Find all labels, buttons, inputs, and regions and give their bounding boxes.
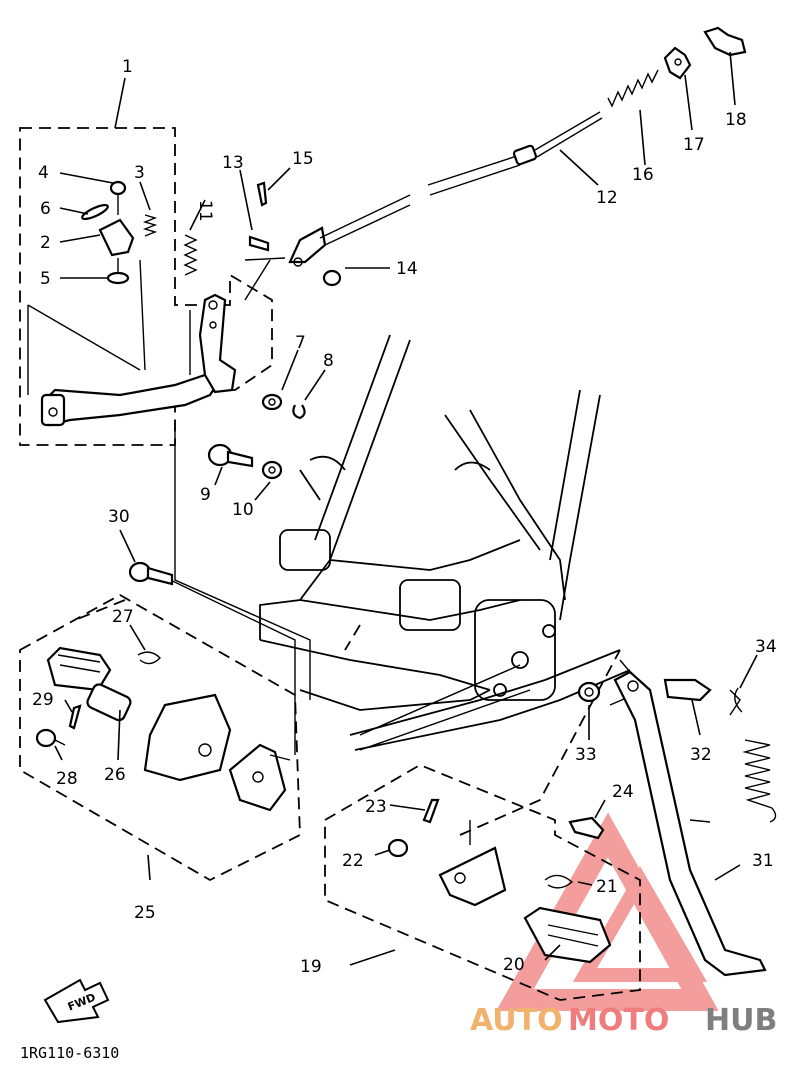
label-4: 4 xyxy=(38,163,49,183)
clip-8 xyxy=(292,404,306,420)
label-34: 34 xyxy=(755,637,777,657)
label-32: 32 xyxy=(690,745,712,765)
bolt-30 xyxy=(128,561,174,586)
nut-33 xyxy=(577,681,601,703)
fwd-arrow: FWD xyxy=(43,978,110,1024)
group-box-1 xyxy=(19,127,273,446)
label-30: 30 xyxy=(108,507,130,527)
washer-6 xyxy=(81,203,109,221)
wing-nut-18 xyxy=(703,26,747,57)
label-5: 5 xyxy=(40,269,51,289)
bracket-right xyxy=(438,846,507,907)
footrest-bracket xyxy=(143,693,291,812)
leader-lines xyxy=(54,51,758,966)
label-24: 24 xyxy=(612,782,634,802)
group-box-19 xyxy=(324,764,641,1001)
pin-28 xyxy=(35,728,66,748)
label-17: 17 xyxy=(683,135,705,155)
group-box-25 xyxy=(19,593,301,882)
label-8: 8 xyxy=(323,351,334,371)
label-16: 16 xyxy=(632,165,654,185)
side-stand xyxy=(613,670,767,977)
label-25: 25 xyxy=(134,903,156,923)
clip-23 xyxy=(422,798,440,824)
bolt-4 xyxy=(109,180,127,215)
pedal-tip-2 xyxy=(98,218,135,257)
label-7: 7 xyxy=(295,333,306,353)
spring-21 xyxy=(544,874,574,889)
label-18: 18 xyxy=(725,110,747,130)
washer-7 xyxy=(261,393,283,411)
label-10: 10 xyxy=(232,500,254,520)
footrest-peg-right xyxy=(523,906,612,964)
label-23: 23 xyxy=(365,797,387,817)
watermark-auto: AUTO xyxy=(470,1003,563,1038)
label-15: 15 xyxy=(292,149,314,169)
washer-5 xyxy=(106,258,130,285)
cable-12 xyxy=(288,111,603,267)
bolt-9 xyxy=(207,443,254,468)
watermark-moto: MOTO xyxy=(568,1003,669,1038)
label-22: 22 xyxy=(342,851,364,871)
adjuster-17 xyxy=(663,46,692,80)
watermark-hub: HUB xyxy=(705,1003,777,1038)
label-11: 11 xyxy=(195,200,215,222)
shift-lever xyxy=(198,293,237,394)
washer-14 xyxy=(322,269,342,287)
label-3: 3 xyxy=(134,163,145,183)
label-33: 33 xyxy=(575,745,597,765)
pin-13 xyxy=(248,235,270,252)
spring-11 xyxy=(183,234,198,276)
label-6: 6 xyxy=(40,199,51,219)
label-9: 9 xyxy=(200,485,211,505)
clip-29 xyxy=(68,704,82,730)
spring-34 xyxy=(734,687,777,823)
label-19: 19 xyxy=(300,957,322,977)
label-31: 31 xyxy=(752,851,774,871)
label-28: 28 xyxy=(56,769,78,789)
label-2: 2 xyxy=(40,233,51,253)
label-26: 26 xyxy=(104,765,126,785)
pin-22 xyxy=(387,838,409,858)
bolt-24 xyxy=(568,816,605,840)
spring-16 xyxy=(607,69,659,108)
spring-3 xyxy=(142,214,158,237)
label-21: 21 xyxy=(596,877,618,897)
label-27: 27 xyxy=(112,607,134,627)
dashed-leaders xyxy=(74,599,621,836)
bolt-32 xyxy=(663,678,712,702)
label-12: 12 xyxy=(596,188,618,208)
clip-15 xyxy=(256,181,268,207)
nut-10 xyxy=(261,460,283,480)
label-29: 29 xyxy=(32,690,54,710)
label-20: 20 xyxy=(503,955,525,975)
label-13: 13 xyxy=(222,153,244,173)
label-14: 14 xyxy=(396,259,418,279)
watermark-text: AUTO MOTO HUB xyxy=(470,1003,777,1038)
shift-pedal xyxy=(40,373,222,427)
frame-outline xyxy=(259,334,631,751)
drawing-code: 1RG110-6310 xyxy=(20,1044,119,1062)
label-1: 1 xyxy=(122,57,133,77)
guide-lines xyxy=(27,257,741,845)
part-labels: 1 4 3 6 2 5 11 13 15 14 7 8 9 10 12 16 1… xyxy=(32,57,777,977)
spring-27 xyxy=(137,651,161,665)
